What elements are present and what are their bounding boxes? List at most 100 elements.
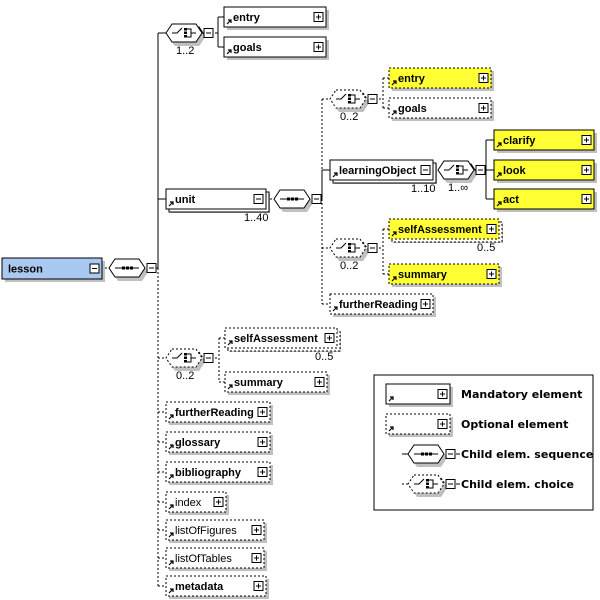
element-listOfTables[interactable]: listOfTables <box>165 547 267 571</box>
choice-compositor[interactable]: 1..∞ <box>437 160 486 194</box>
collapse-toggle[interactable] <box>445 449 456 459</box>
sequence-compositor[interactable] <box>108 258 157 281</box>
element-summary[interactable]: summary <box>224 371 330 395</box>
element-box[interactable] <box>165 188 267 210</box>
element-box[interactable] <box>385 383 451 405</box>
expand-toggle[interactable] <box>257 437 268 447</box>
element-index[interactable]: index <box>165 491 229 515</box>
collapse-toggle[interactable] <box>146 263 157 273</box>
element-listOfFigures[interactable]: listOfFigures <box>165 519 267 543</box>
collapse-toggle[interactable] <box>253 194 264 204</box>
element-box[interactable] <box>493 159 595 181</box>
element-box[interactable] <box>329 159 434 181</box>
sequence-compositor[interactable] <box>407 444 456 467</box>
element-label: listOfTables <box>175 553 232 565</box>
collapse-toggle[interactable] <box>311 194 322 204</box>
element-box[interactable] <box>388 218 500 240</box>
element-entry[interactable]: entry <box>388 67 494 91</box>
sequence-compositor[interactable] <box>273 189 322 212</box>
element-box[interactable] <box>224 327 338 349</box>
expand-toggle[interactable] <box>581 135 592 145</box>
element-box[interactable] <box>165 547 265 569</box>
expand-toggle[interactable] <box>486 224 497 234</box>
element-box[interactable] <box>388 263 500 285</box>
element-box[interactable] <box>165 431 271 453</box>
collapse-toggle[interactable] <box>445 479 456 489</box>
element-box[interactable] <box>388 97 492 119</box>
expand-toggle[interactable] <box>478 73 489 83</box>
expand-toggle[interactable] <box>437 389 448 399</box>
element-label: bibliography <box>175 467 242 479</box>
occurrence-label: 0..5 <box>315 351 333 363</box>
expand-toggle[interactable] <box>324 333 335 343</box>
choice-compositor[interactable]: 0..2 <box>329 238 378 272</box>
expand-toggle[interactable] <box>257 407 268 417</box>
reference-arrow-icon <box>388 426 394 432</box>
expand-toggle[interactable] <box>257 467 268 477</box>
element-look[interactable]: look <box>493 159 597 183</box>
collapse-toggle[interactable] <box>367 94 378 104</box>
choice-icon <box>336 242 347 249</box>
collapse-toggle[interactable] <box>89 263 100 274</box>
choice-compositor[interactable]: 1..2 <box>165 23 214 57</box>
element-label: goals <box>233 42 262 54</box>
collapse-toggle[interactable] <box>367 243 378 253</box>
element-box[interactable] <box>165 401 271 423</box>
element-label: summary <box>234 377 284 389</box>
element-box[interactable] <box>493 129 595 151</box>
element-box[interactable] <box>224 371 328 393</box>
element-furtherReading[interactable]: furtherReading <box>329 293 436 317</box>
collapse-toggle[interactable] <box>475 165 486 175</box>
element-goals[interactable]: goals <box>388 97 494 121</box>
element-box[interactable] <box>223 36 327 58</box>
expand-toggle[interactable] <box>253 581 264 591</box>
element-[interactable] <box>385 383 453 407</box>
expand-toggle[interactable] <box>581 194 592 204</box>
element-bibliography[interactable]: bibliography <box>165 461 273 485</box>
reference-arrow-icon <box>391 231 397 237</box>
choice-compositor[interactable]: 0..2 <box>329 89 378 123</box>
collapse-toggle[interactable] <box>420 165 431 175</box>
expand-toggle[interactable] <box>251 525 262 535</box>
element-entry[interactable]: entry <box>223 6 329 30</box>
element-metadata[interactable]: metadata <box>165 575 269 599</box>
element-box[interactable] <box>165 519 265 541</box>
expand-toggle[interactable] <box>213 497 224 507</box>
expand-toggle[interactable] <box>581 165 592 175</box>
element-box[interactable] <box>165 575 267 597</box>
element-box[interactable] <box>388 67 492 89</box>
expand-toggle[interactable] <box>486 269 497 279</box>
element-furtherReading[interactable]: furtherReading <box>165 401 273 425</box>
element-glossary[interactable]: glossary <box>165 431 273 455</box>
element-goals[interactable]: goals <box>223 36 329 60</box>
element-box[interactable] <box>385 413 451 435</box>
element-box[interactable] <box>329 293 434 315</box>
element-box[interactable] <box>1 257 103 280</box>
expand-toggle[interactable] <box>313 12 324 22</box>
element-box[interactable] <box>165 491 227 513</box>
element-box[interactable] <box>493 188 595 210</box>
expand-toggle[interactable] <box>251 553 262 563</box>
choice-compositor[interactable]: 0..2 <box>165 348 214 382</box>
expand-toggle[interactable] <box>313 42 324 52</box>
element-act[interactable]: act <box>493 188 597 212</box>
element-box[interactable] <box>165 461 271 483</box>
expand-toggle[interactable] <box>314 377 325 387</box>
element-summary[interactable]: summary <box>388 263 502 287</box>
element-label: learningObject <box>339 165 416 177</box>
collapse-toggle[interactable] <box>203 353 214 363</box>
expand-toggle[interactable] <box>478 103 489 113</box>
element-[interactable] <box>385 413 453 437</box>
element-box[interactable] <box>223 6 327 28</box>
expand-toggle[interactable] <box>437 419 448 429</box>
expand-toggle[interactable] <box>420 299 431 309</box>
element-clarify[interactable]: clarify <box>493 129 597 153</box>
collapse-toggle[interactable] <box>203 28 214 38</box>
choice-compositor[interactable] <box>407 474 456 497</box>
element-lesson[interactable]: lesson <box>1 257 105 282</box>
